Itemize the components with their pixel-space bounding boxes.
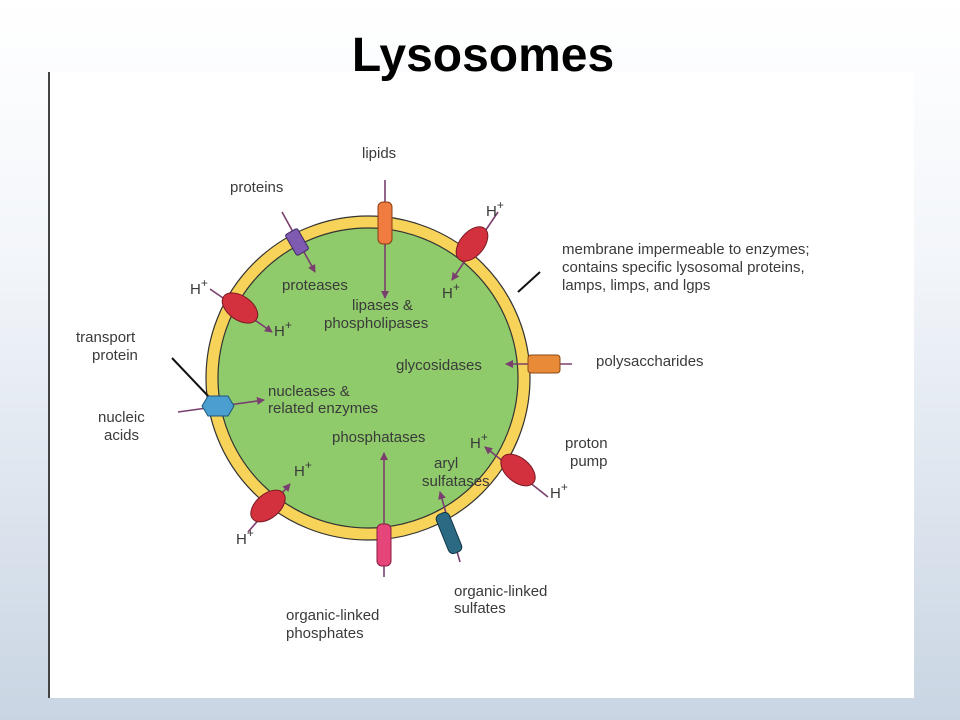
label-nucleases: nucleases & xyxy=(268,383,350,400)
slide-title: Lysosomes xyxy=(351,29,615,82)
h-plus-label: H+ xyxy=(236,526,254,548)
label-protein: protein xyxy=(92,347,138,364)
label-sulfatases: sulfatases xyxy=(422,473,490,490)
label-transport: transport xyxy=(76,329,136,346)
label-organic-linked-sulfates: organic-linked xyxy=(454,583,547,600)
lipid-channel-icon xyxy=(377,201,393,245)
proton-pump-icon xyxy=(250,489,286,523)
h-plus-label: H+ xyxy=(550,480,568,502)
label-phosphates: phosphates xyxy=(286,625,364,642)
label-phospholipases: phospholipases xyxy=(324,315,428,332)
label-membrane-line2: contains specific lysosomal proteins, xyxy=(562,259,805,276)
label-nucleic: nucleic xyxy=(98,409,145,426)
h-plus-label: H+ xyxy=(274,318,292,340)
label-phosphatases: phosphatases xyxy=(332,429,425,446)
membrane-pointer-line xyxy=(517,271,541,293)
sulfate-channel-icon xyxy=(435,511,463,555)
label-aryl: aryl xyxy=(434,455,458,472)
h-plus-label: H+ xyxy=(294,458,312,480)
lysosome-lumen xyxy=(217,227,519,529)
proton-pump-icon xyxy=(500,453,536,487)
proton-pump-icon xyxy=(455,226,489,262)
label-lipases: lipases & xyxy=(352,297,413,314)
phosphate-channel-icon xyxy=(376,523,392,567)
h-plus-label: H+ xyxy=(470,430,488,452)
label-proteins: proteins xyxy=(230,179,283,196)
transport-pointer-line xyxy=(171,357,211,399)
label-related-enzymes: related enzymes xyxy=(268,400,378,417)
label-pump: pump xyxy=(570,453,608,470)
label-lipids: lipids xyxy=(362,145,396,162)
label-membrane-line3: lamps, limps, and lgps xyxy=(562,277,710,294)
label-organic-linked-phosphates: organic-linked xyxy=(286,607,379,624)
label-sulfates: sulfates xyxy=(454,600,506,617)
label-polysaccharides: polysaccharides xyxy=(596,353,704,370)
h-plus-label: H+ xyxy=(442,280,460,302)
protein-channel-icon xyxy=(285,228,309,256)
label-proteases: proteases xyxy=(282,277,348,294)
lysosome-diagram: lipids proteins proteases lipases & phos… xyxy=(76,145,810,642)
h-plus-label: H+ xyxy=(190,276,208,298)
glycosidase-channel-icon xyxy=(527,354,561,374)
label-membrane-line1: membrane impermeable to enzymes; xyxy=(562,241,810,258)
label-glycosidases: glycosidases xyxy=(396,357,482,374)
diagram-panel: lipids proteins proteases lipases & phos… xyxy=(48,72,914,698)
proton-pump-icon xyxy=(221,292,259,324)
transport-protein-icon xyxy=(201,395,235,417)
label-acids: acids xyxy=(104,427,139,444)
h-plus-label: H+ xyxy=(486,198,504,220)
label-proton: proton xyxy=(565,435,608,452)
